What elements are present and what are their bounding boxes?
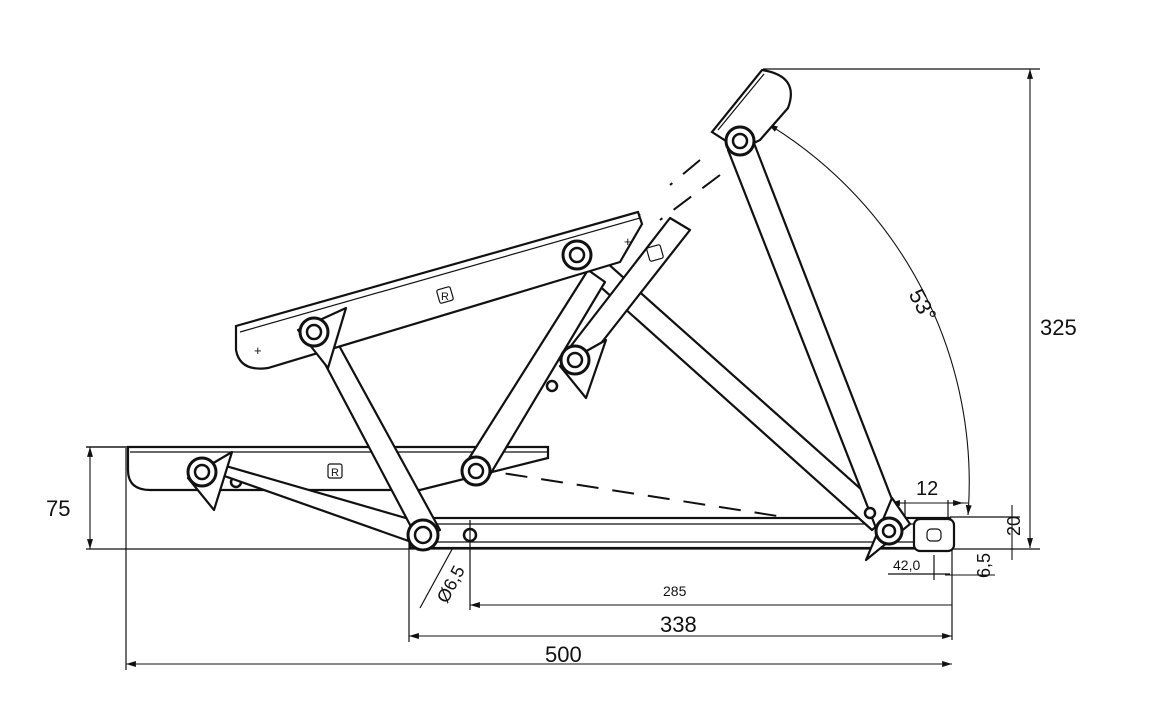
pivot-upper-left bbox=[298, 316, 330, 348]
dim-20: 20 bbox=[1004, 516, 1024, 536]
dim-338: 338 bbox=[660, 612, 697, 637]
dim-12: 12 bbox=[916, 478, 938, 500]
r-mark-lower: R bbox=[331, 467, 339, 479]
r-mark-upper: R bbox=[441, 291, 449, 303]
pivot-rail-right bbox=[874, 516, 904, 546]
pivot-middle bbox=[559, 344, 591, 376]
dim-diameter: Ø6,5 bbox=[433, 562, 469, 606]
pivot-rail-left bbox=[406, 518, 440, 552]
dim-75: 75 bbox=[46, 496, 70, 521]
pivot-top bbox=[724, 125, 756, 157]
pivots bbox=[186, 125, 904, 552]
dim-285: 285 bbox=[663, 583, 687, 599]
hole-rail bbox=[462, 520, 478, 550]
pivot-lower-middle bbox=[460, 455, 492, 487]
pivot-upper-right bbox=[561, 239, 593, 271]
pivot-left-bracket bbox=[186, 456, 218, 488]
dim-325: 325 bbox=[1040, 315, 1077, 340]
plus-mark-upper: + bbox=[254, 343, 262, 358]
linkage-arms bbox=[194, 136, 902, 547]
plus-mark-upper-right: + bbox=[624, 234, 632, 249]
dim-500: 500 bbox=[545, 642, 582, 667]
dim-6-5: 6,5 bbox=[974, 553, 994, 578]
dim-42: 42,0 bbox=[893, 557, 920, 573]
